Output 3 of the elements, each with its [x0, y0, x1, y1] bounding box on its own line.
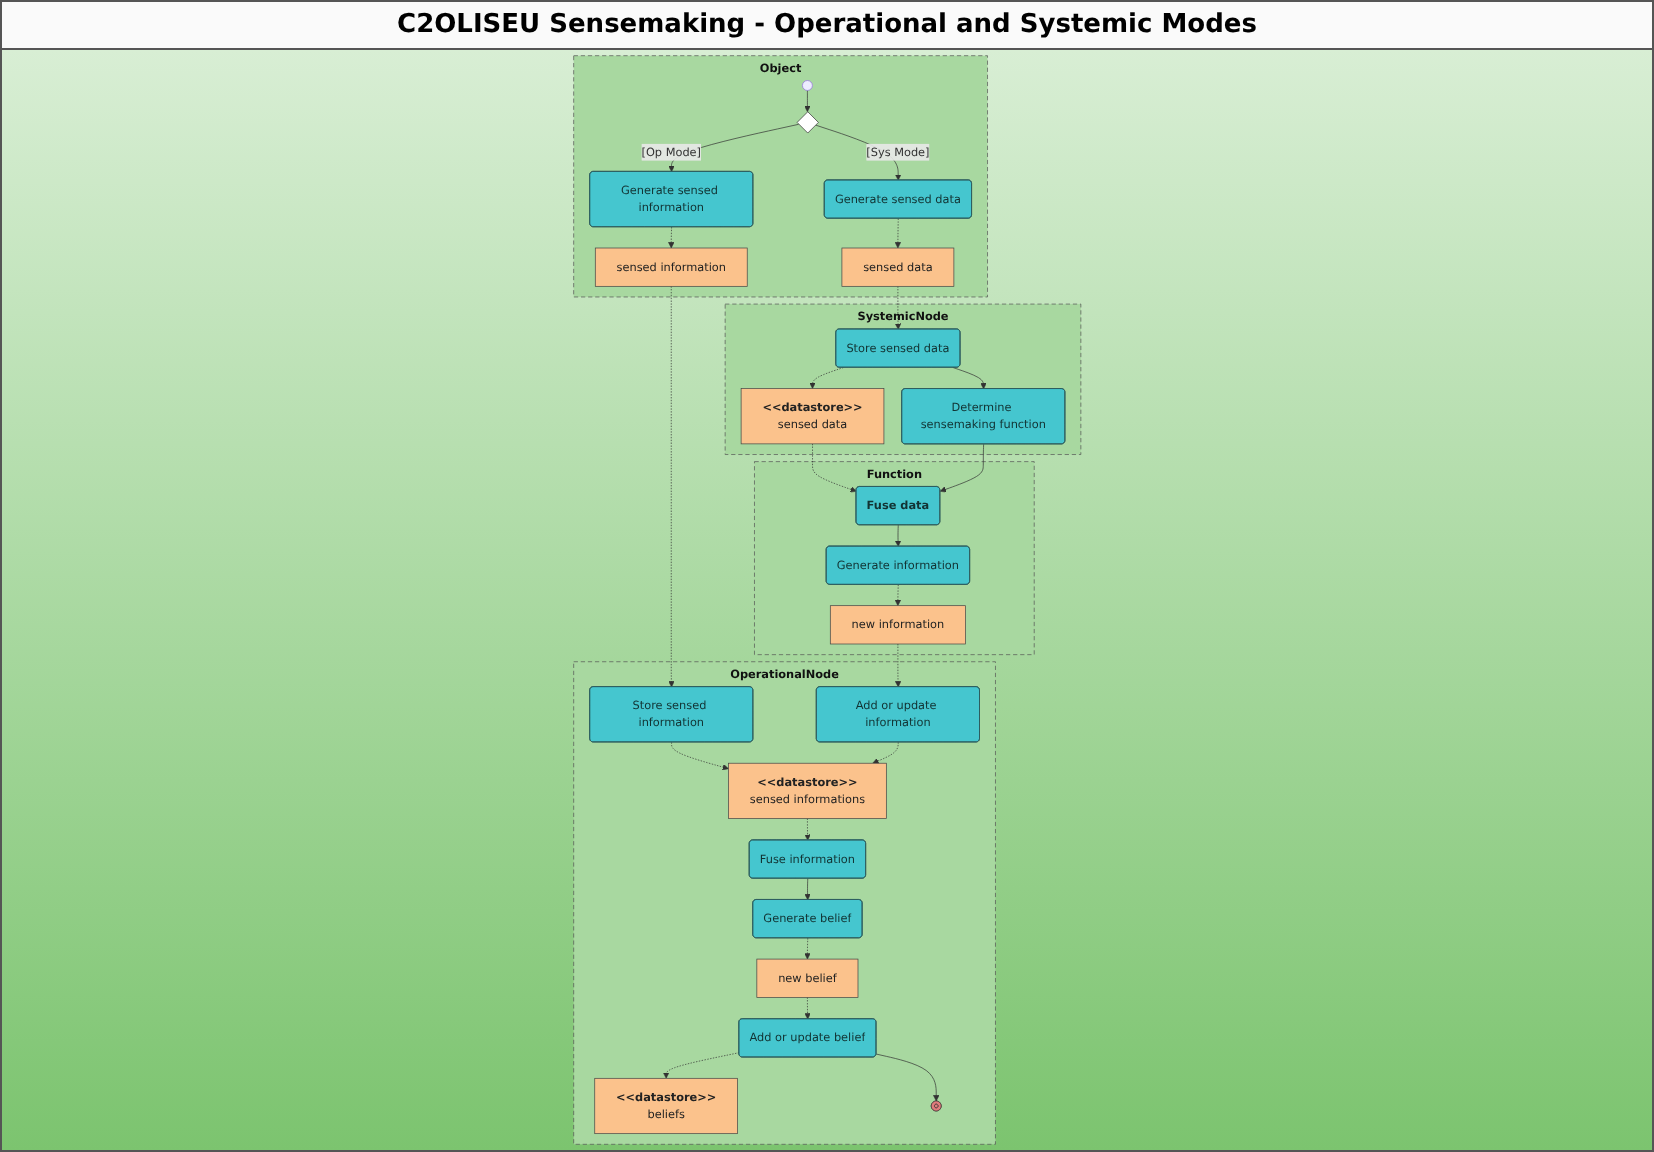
node-circle [801, 80, 813, 91]
node-diamond [796, 111, 819, 134]
diagram-title: C2OLISEU Sensemaking - Operational and Systemic Modes [2, 2, 1652, 50]
